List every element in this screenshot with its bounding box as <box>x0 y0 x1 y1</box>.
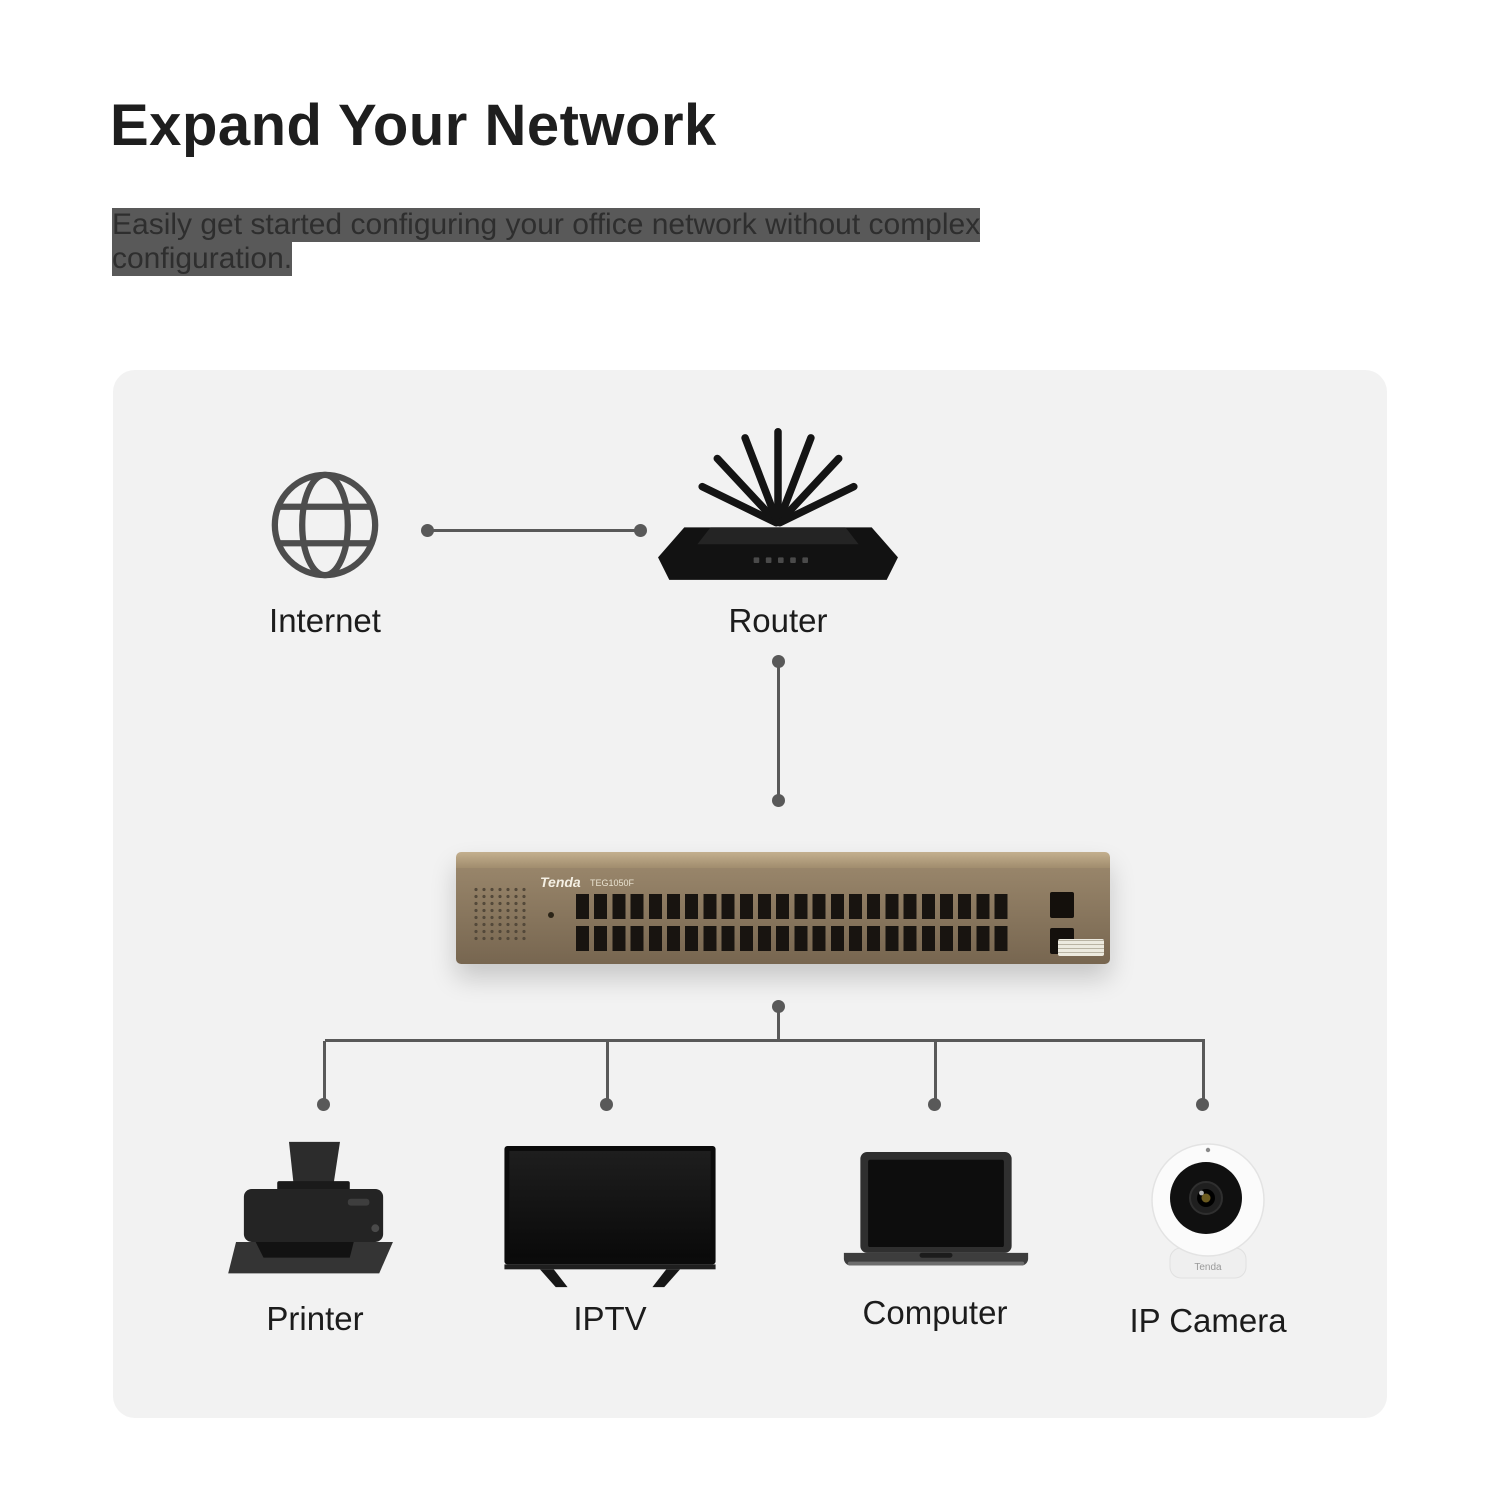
subtitle-line-2: configuration. <box>112 242 293 276</box>
switch-front-panel: Tenda TEG1050F <box>456 868 1110 964</box>
switch-port-row-bottom <box>576 926 1013 951</box>
connector-dot <box>1196 1098 1209 1111</box>
iptv-label: IPTV <box>573 1300 647 1337</box>
computer-label: Computer <box>862 1294 1008 1331</box>
connector-switch-bus <box>777 1006 780 1041</box>
connector-bus-computer <box>934 1041 937 1103</box>
internet-label: Internet <box>269 602 381 639</box>
sfp-port-1 <box>1050 892 1074 918</box>
connector-bus-ipcamera <box>1202 1041 1205 1103</box>
switch-brand-label: Tenda <box>540 874 581 890</box>
connector-dot <box>772 794 785 807</box>
switch-top-face <box>456 852 1110 868</box>
switch-port-row-top <box>576 894 1013 919</box>
router-led-indicators <box>753 557 808 563</box>
ip-camera-label: IP Camera <box>1129 1302 1287 1339</box>
connector-dot <box>600 1098 613 1111</box>
switch-label-sticker <box>1058 939 1104 956</box>
connector-bus-horizontal <box>325 1039 1205 1042</box>
connector-dot <box>421 524 434 537</box>
connector-dot <box>634 524 647 537</box>
connector-dot <box>317 1098 330 1111</box>
switch-vent-grid <box>472 886 530 942</box>
connector-router-switch <box>777 662 780 800</box>
connector-dot <box>928 1098 941 1111</box>
computer-icon <box>843 1152 1029 1266</box>
switch-model-label: TEG1050F <box>590 878 635 888</box>
printer-icon <box>228 1141 393 1274</box>
connector-dot <box>772 655 785 668</box>
internet-globe-icon <box>271 471 379 579</box>
subtitle-line-1: Easily get started configuring your offi… <box>112 208 981 242</box>
connector-dot <box>772 1000 785 1013</box>
network-switch: Tenda TEG1050F <box>456 852 1110 964</box>
camera-brand-label: Tenda <box>1194 1262 1222 1273</box>
ip-camera-icon: Tenda <box>1151 1143 1265 1279</box>
printer-label: Printer <box>266 1300 364 1337</box>
page-title: Expand Your Network <box>110 93 717 158</box>
router-label: Router <box>728 602 828 639</box>
iptv-icon <box>504 1146 716 1288</box>
router-icon <box>658 428 898 580</box>
tv-screen <box>509 1150 711 1258</box>
connector-bus-printer <box>323 1041 326 1103</box>
connector-bus-iptv <box>606 1041 609 1103</box>
laptop-screen <box>868 1159 1004 1248</box>
connector-internet-router <box>428 529 641 532</box>
switch-power-led <box>548 912 554 918</box>
